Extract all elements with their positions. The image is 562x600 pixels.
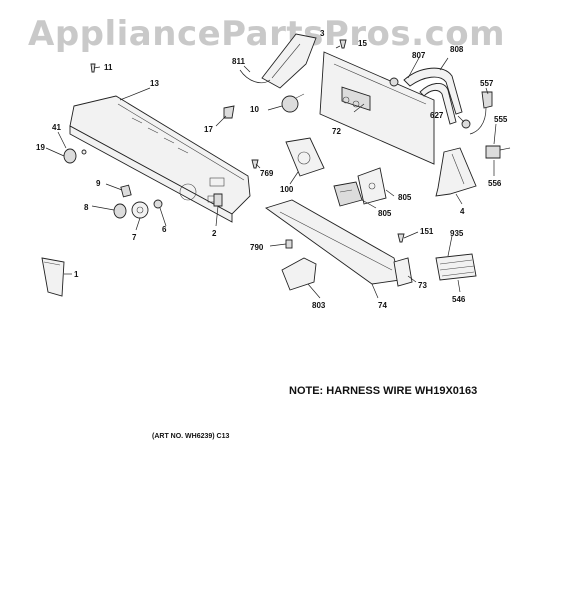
callout-7: 7	[132, 233, 137, 242]
part-9-button	[120, 184, 132, 198]
callout-17: 17	[204, 125, 213, 134]
part-2-bracket	[213, 193, 223, 207]
part-151-screw	[397, 233, 405, 243]
callout-72: 72	[332, 127, 341, 136]
part-1-label-card	[41, 257, 65, 297]
art-number: (ART NO. WH6239) C13	[152, 433, 230, 440]
callout-2: 2	[212, 229, 217, 238]
harness-note: NOTE: HARNESS WIRE WH19X0163	[289, 385, 478, 397]
callout-19: 19	[36, 143, 45, 152]
part-19-knob	[63, 148, 87, 164]
callout-15: 15	[358, 39, 367, 48]
callout-100: 100	[280, 185, 294, 194]
site-watermark: AppliancePartsPros.com	[28, 14, 506, 54]
callout-790: 790	[250, 243, 264, 252]
callout-74: 74	[378, 301, 387, 310]
callout-3: 3	[320, 29, 325, 38]
part-8-knob	[113, 203, 127, 219]
callout-41: 41	[52, 123, 61, 132]
callout-805-b: 805	[378, 209, 392, 218]
leader-lines	[45, 45, 497, 299]
callout-151: 151	[420, 227, 434, 236]
callout-labels: 1 2 3 4 6 7 8 9 10 11 13 15 17 19 41 72 …	[36, 29, 508, 310]
callout-73: 73	[418, 281, 427, 290]
callout-769: 769	[260, 169, 274, 178]
callout-557: 557	[480, 79, 494, 88]
part-73-end-cap	[393, 257, 413, 287]
part-13-control-panel	[69, 95, 251, 223]
part-808-hoses	[389, 67, 463, 125]
callout-9: 9	[96, 179, 101, 188]
part-546-harness	[435, 253, 477, 281]
part-3-bracket	[261, 33, 317, 89]
callout-556: 556	[488, 179, 502, 188]
part-811-hose	[239, 69, 271, 84]
callout-805-a: 805	[398, 193, 412, 202]
part-100-timer	[285, 137, 325, 177]
part-769-screw	[251, 159, 259, 169]
callout-555: 555	[494, 115, 508, 124]
part-10-pressure-switch	[281, 93, 305, 113]
part-6-clip	[153, 199, 163, 209]
part-11-screw	[90, 63, 96, 73]
callout-627: 627	[430, 111, 444, 120]
part-17-clip	[223, 105, 235, 119]
callout-808: 808	[450, 45, 464, 54]
part-805-switch-b	[333, 181, 363, 207]
callout-935: 935	[450, 229, 464, 238]
part-72-back-panel	[319, 51, 435, 165]
callout-10: 10	[250, 105, 259, 114]
part-15-screw	[339, 39, 347, 49]
part-7-knob	[131, 201, 149, 219]
callout-6: 6	[162, 225, 167, 234]
callout-546: 546	[452, 295, 466, 304]
callout-13: 13	[150, 79, 159, 88]
part-557-valve	[469, 91, 493, 135]
callout-803: 803	[312, 301, 326, 310]
callout-11: 11	[104, 63, 113, 72]
part-4-support	[435, 147, 477, 197]
callout-807: 807	[412, 51, 426, 60]
callout-8: 8	[84, 203, 89, 212]
part-790-clip	[285, 239, 293, 249]
part-556-switch	[485, 145, 511, 159]
callout-811: 811	[232, 57, 245, 66]
callout-4: 4	[460, 207, 465, 216]
part-805-switch-a	[357, 167, 387, 205]
part-803-bracket	[281, 257, 317, 291]
callout-1: 1	[74, 270, 79, 279]
